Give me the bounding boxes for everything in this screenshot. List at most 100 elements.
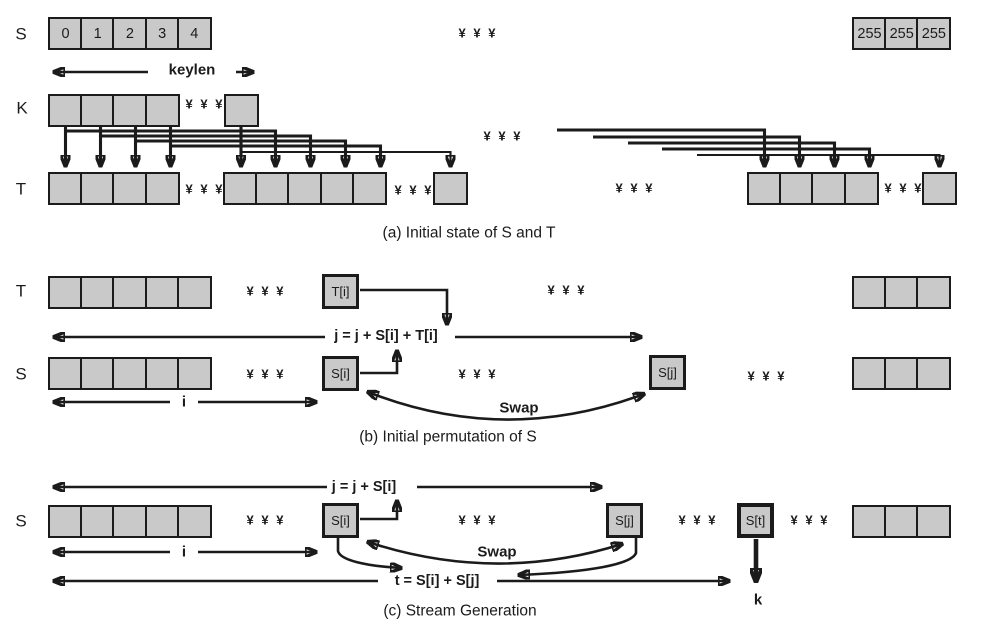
row-label-t-a: T [15, 179, 27, 199]
equation-j-update-b: j = j + S[i] + T[i] [332, 327, 440, 344]
box-s-j-c: S[j] [606, 503, 643, 538]
array-cell: 1 [80, 17, 116, 50]
ellipsis: ¥ ¥ ¥ [615, 180, 655, 196]
array-cell [852, 357, 887, 390]
k-array-last [224, 94, 259, 127]
t-array-b-tail [852, 276, 952, 309]
array-cell [112, 276, 148, 309]
box-t-i: T[i] [322, 274, 359, 309]
ellipsis: ¥ ¥ ¥ [884, 180, 924, 196]
box-s-i-b: S[i] [322, 356, 359, 391]
array-cell [48, 276, 83, 309]
k-to-t-arrow [135, 139, 346, 166]
array-cell [884, 505, 920, 538]
s-array-initial: 0 1 2 3 4 [48, 17, 212, 50]
caption-c: (c) Stream Generation [383, 602, 537, 620]
ellipsis: ¥ ¥ ¥ [246, 512, 286, 528]
array-cell [80, 172, 116, 205]
row-label-s-a: S [15, 24, 27, 44]
array-cell [852, 505, 887, 538]
array-cell [80, 357, 116, 390]
array-cell [176, 505, 212, 538]
array-cell [287, 172, 323, 205]
ellipsis: ¥ ¥ ¥ [483, 128, 523, 144]
array-cell [319, 172, 355, 205]
array-cell: 255 [916, 17, 952, 50]
t-array-group3 [433, 172, 468, 205]
array-cell [80, 276, 116, 309]
array-cell [48, 505, 83, 538]
box-s-i-c: S[i] [322, 503, 359, 538]
array-cell [916, 505, 952, 538]
array-cell: 3 [144, 17, 180, 50]
ellipsis: ¥ ¥ ¥ [246, 366, 286, 382]
sj-to-t-arrow [519, 538, 638, 575]
array-cell [916, 357, 952, 390]
row-label-t-b: T [15, 281, 27, 301]
swap-arc-b [368, 392, 644, 421]
array-cell [224, 94, 259, 127]
array-cell [255, 172, 291, 205]
si-to-t-arrow [336, 538, 401, 568]
t-array-b [48, 276, 212, 309]
t-array-group1 [48, 172, 180, 205]
array-cell [916, 276, 952, 309]
swap-label-b: Swap [499, 399, 539, 417]
array-cell [747, 172, 782, 205]
box-s-j-b: S[j] [649, 355, 686, 390]
t-array-group2 [223, 172, 387, 205]
array-cell [112, 357, 148, 390]
ellipsis: ¥ ¥ ¥ [185, 96, 225, 112]
k-to-t-arrow [65, 129, 276, 166]
array-cell [884, 276, 920, 309]
array-cell: 2 [112, 17, 148, 50]
k-to-t-arrow [170, 144, 381, 166]
i-label-b: i [181, 393, 187, 411]
array-cell [112, 172, 148, 205]
swap-label-c: Swap [477, 543, 517, 561]
array-cell [144, 172, 180, 205]
array-cell: 255 [852, 17, 887, 50]
array-cell [144, 505, 180, 538]
k-to-t-arrow [697, 153, 940, 166]
array-cell [843, 172, 879, 205]
array-cell [922, 172, 957, 205]
array-cell [112, 505, 148, 538]
row-label-k: K [16, 98, 28, 118]
array-cell [112, 94, 148, 127]
ti-to-j-arrow [360, 288, 447, 324]
ellipsis: ¥ ¥ ¥ [678, 512, 718, 528]
array-cell [144, 276, 180, 309]
s-array-tail: 255 255 255 [852, 17, 952, 50]
box-s-t: S[t] [737, 503, 774, 538]
t-array-group4 [747, 172, 879, 205]
k-to-t-arrow [100, 134, 311, 166]
ellipsis: ¥ ¥ ¥ [458, 512, 498, 528]
array-cell [852, 276, 887, 309]
ellipsis: ¥ ¥ ¥ [747, 368, 787, 384]
k-to-t-arrow [593, 135, 800, 166]
array-cell: 0 [48, 17, 83, 50]
array-cell [80, 505, 116, 538]
k-to-t-arrow [241, 150, 451, 166]
array-cell [144, 357, 180, 390]
ellipsis: ¥ ¥ ¥ [790, 512, 830, 528]
array-cell: 255 [884, 17, 920, 50]
array-cell [176, 357, 212, 390]
array-cell [433, 172, 468, 205]
ellipsis: ¥ ¥ ¥ [547, 282, 587, 298]
s-array-b [48, 357, 212, 390]
ellipsis: ¥ ¥ ¥ [458, 366, 498, 382]
array-cell [48, 94, 83, 127]
array-cell [884, 357, 920, 390]
keylen-label: keylen [168, 61, 216, 79]
t-array-group5 [922, 172, 957, 205]
ellipsis: ¥ ¥ ¥ [185, 181, 225, 197]
swap-arc-c [368, 542, 622, 565]
ellipsis: ¥ ¥ ¥ [458, 25, 498, 41]
ellipsis: ¥ ¥ ¥ [394, 182, 434, 198]
array-cell [144, 94, 180, 127]
array-cell [80, 94, 116, 127]
k-array-main [48, 94, 180, 127]
